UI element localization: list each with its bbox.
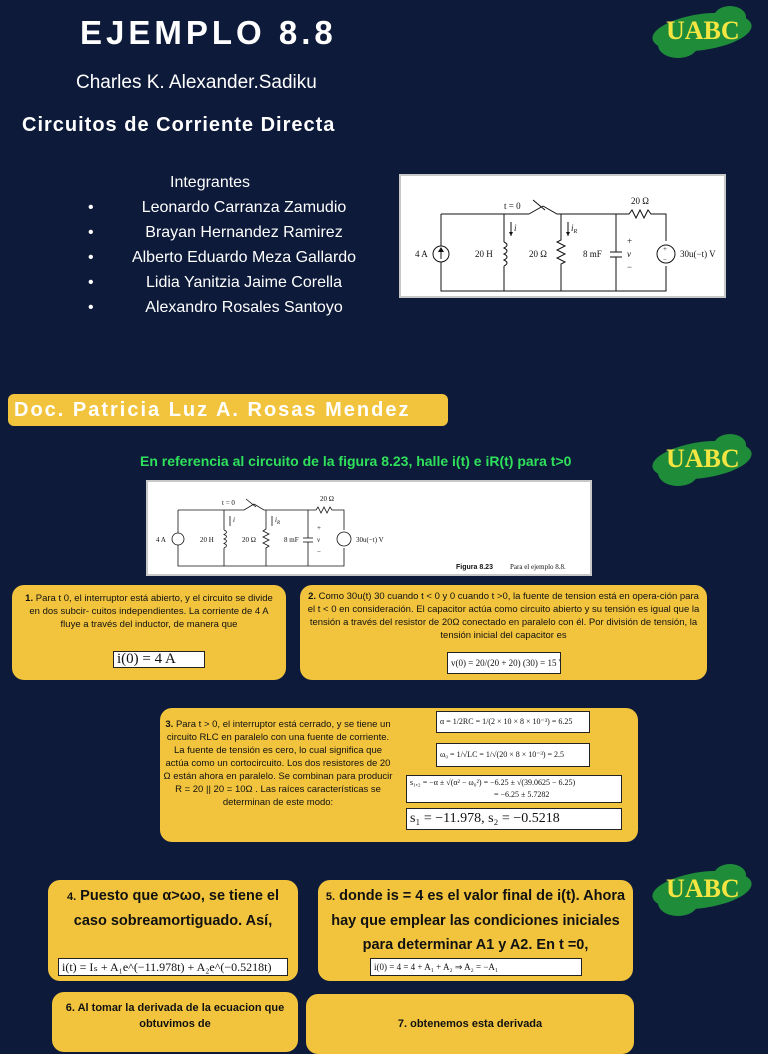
r-top-label: 20 Ω: [320, 495, 334, 503]
step-card-5: 5. donde is = 4 es el valor final de i(t…: [318, 880, 633, 981]
circuit-figure: t = 0 20 Ω 4 A 20 H 20 Ω 8 mF 30u(−t) V …: [146, 480, 592, 576]
step-card-7: 7. obtenemos esta derivada: [306, 994, 634, 1054]
source-label: 4 A: [156, 536, 166, 544]
ir-label: iR: [571, 223, 578, 235]
list-item: •Leonardo Carranza Zamudio: [88, 199, 347, 216]
figure-caption: Para el ejemplo 8.8.: [510, 563, 566, 571]
list-item: •Lidia Yanitzia Jaime Corella: [88, 274, 342, 291]
resistor-label: 20 Ω: [529, 249, 547, 259]
vsrc-label: 30u(−t) V: [680, 249, 716, 259]
step-text: 7. obtenemos esta derivada: [397, 1018, 543, 1030]
member-list: •Leonardo Carranza Zamudio •Brayan Herna…: [88, 197, 374, 322]
minus-sign: −: [317, 548, 321, 556]
uabc-logo: UABC: [649, 432, 755, 494]
step-text: 5. donde is = 4 es el valor final de i(t…: [325, 888, 626, 953]
step-card-3: 3. Para t > 0, el interruptor está cerra…: [160, 708, 638, 842]
teacher-banner: Doc. Patricia Luz A. Rosas Mendez: [8, 394, 448, 426]
uabc-logo: UABC: [649, 4, 755, 66]
plus-sign: +: [663, 245, 667, 253]
cap-label: 8 mF: [284, 536, 299, 544]
minus-sign: −: [627, 262, 632, 272]
step-card-4: 4. Puesto que α>ωo, se tiene el caso sob…: [48, 880, 298, 981]
equation: i(0) = 4 = 4 + A₁ + A₂ ⇒ A₂ = −A₁: [370, 958, 582, 976]
step-card-6: 6. Al tomar la derivada de la ecuacion q…: [52, 992, 298, 1052]
cap-label: 8 mF: [583, 249, 602, 259]
question-text: En referencia al circuito de la figura 8…: [140, 453, 572, 469]
equation: ω₀ = 1/√LC = 1/√(20 × 8 × 10⁻³) = 2.5: [436, 743, 590, 767]
step-card-1: 1. Para t 0, el interruptor está abierto…: [12, 585, 286, 680]
minus-sign: −: [663, 256, 667, 264]
vsrc-label: 30u(−t) V: [356, 536, 384, 544]
v-label: v: [317, 536, 321, 544]
subject: Circuitos de Corriente Directa: [22, 114, 336, 136]
ir-label: iR: [275, 516, 280, 526]
inductor-label: 20 H: [200, 536, 214, 544]
i-label: i: [233, 516, 235, 524]
step-text: 3. Para t > 0, el interruptor está cerra…: [163, 719, 393, 808]
equation: s₁ = −11.978, s₂ = −0.5218: [406, 808, 622, 830]
switch-label: t = 0: [222, 499, 235, 507]
resistor-label: 20 Ω: [242, 536, 256, 544]
author: Charles K. Alexander.Sadiku: [76, 72, 317, 93]
equation: i(0) = 4 A: [113, 651, 205, 668]
step-text: 1. Para t 0, el interruptor está abierto…: [25, 593, 273, 630]
step-card-2: 2. Como 30u(t) 30 cuando t < 0 y 0 cuand…: [300, 585, 707, 680]
list-item: •Alberto Eduardo Meza Gallardo: [88, 249, 357, 266]
page-title: EJEMPLO 8.8: [80, 14, 337, 51]
inductor-label: 20 H: [475, 249, 493, 259]
equation: s₁,₂ = −α ± √(α² − ω₀²) = −6.25 ± √(39.0…: [406, 775, 622, 803]
list-item: •Alexandro Rosales Santoyo: [88, 299, 343, 316]
source-label: 4 A: [415, 249, 428, 259]
i-label: i: [514, 223, 517, 233]
team-heading: Integrantes: [170, 174, 251, 191]
step-text: 2. Como 30u(t) 30 cuando t < 0 y 0 cuand…: [307, 591, 700, 641]
switch-label: t = 0: [504, 201, 521, 211]
figure-label: Figura 8.23: [456, 564, 493, 571]
equation: i(t) = Iₛ + A₁e^(−11.978t) + A₂e^(−0.521…: [58, 958, 288, 976]
plus-sign: +: [317, 524, 321, 532]
list-item: •Brayan Hernandez Ramirez: [88, 224, 343, 241]
r-top-label: 20 Ω: [631, 196, 649, 206]
circuit-figure: + − t = 0 20 Ω 4 A 20 H 20 Ω 8 mF 30u(−t…: [399, 174, 726, 298]
equation: α = 1/2RC = 1/(2 × 10 × 8 × 10⁻³) = 6.25: [436, 711, 590, 733]
v-label: v: [627, 249, 631, 259]
equation: v(0) = 20/(20 + 20) (30) = 15 V: [447, 652, 561, 674]
step-text: 4. Puesto que α>ωo, se tiene el caso sob…: [66, 888, 280, 929]
plus-sign: +: [627, 236, 632, 246]
uabc-logo: UABC: [649, 862, 755, 924]
step-text: 6. Al tomar la derivada de la ecuacion q…: [65, 1002, 285, 1030]
